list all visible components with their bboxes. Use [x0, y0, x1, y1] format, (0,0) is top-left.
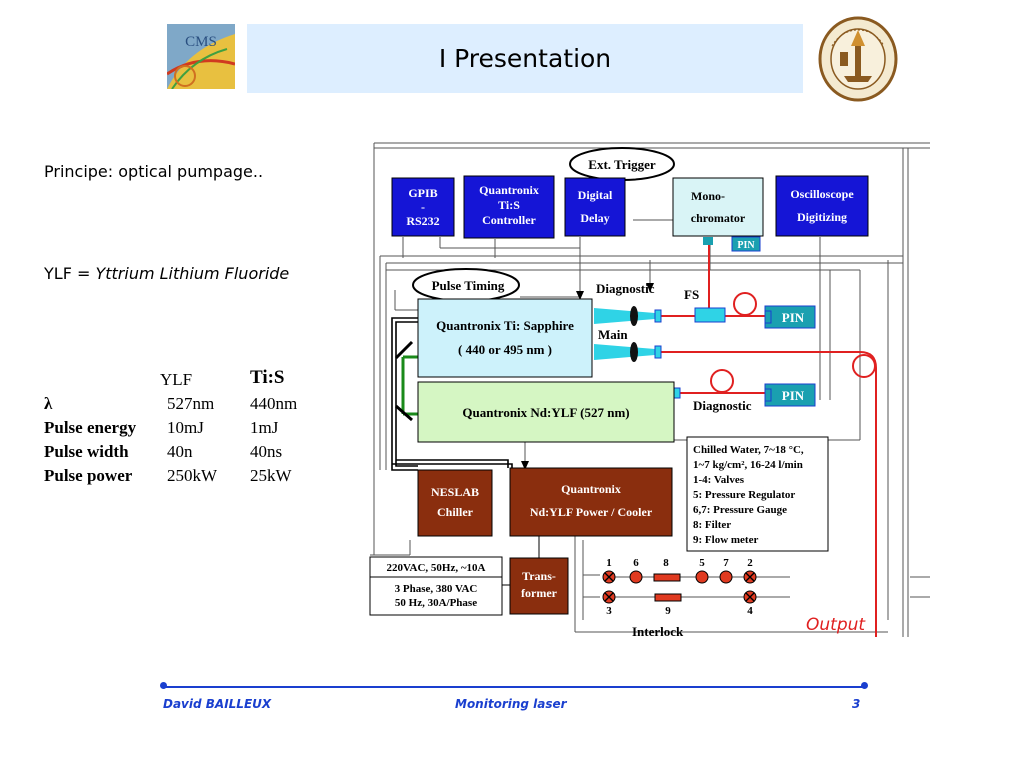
- footer-topic: Monitoring laser: [455, 697, 567, 711]
- mono-line1: Mono-: [691, 189, 725, 203]
- valve-label-2: 2: [747, 557, 753, 569]
- laser-diagram: Ext. Trigger GPIB - RS232 Quantronix Ti:…: [369, 142, 930, 639]
- interlock-label: Interlock: [632, 624, 684, 639]
- neslab-line2: Chiller: [437, 505, 474, 519]
- caltech-seal: [818, 16, 898, 102]
- main-label: Main: [598, 327, 628, 342]
- mono-pin-label: PIN: [737, 240, 755, 251]
- spec-header-ylf: YLF: [160, 370, 193, 389]
- title-band: [247, 24, 803, 93]
- pin-top-label: PIN: [782, 310, 805, 325]
- spec-tis-energy: 1mJ: [250, 418, 279, 437]
- ext-trigger-label: Ext. Trigger: [588, 157, 656, 172]
- supply-line2: 3 Phase, 380 VAC: [395, 583, 478, 595]
- power-line1: Quantronix: [561, 482, 621, 496]
- controller-line3: Controller: [482, 213, 536, 227]
- cms-logo-text: CMS: [185, 34, 217, 50]
- valve-label-1: 1: [606, 557, 612, 569]
- footer-rule-dot-left: [160, 682, 167, 689]
- gpib-line1: GPIB: [408, 186, 437, 200]
- footer-author: David BAILLEUX: [163, 697, 272, 711]
- diagnostic-top-label: Diagnostic: [596, 281, 655, 296]
- valve-label-9: 9: [665, 605, 671, 617]
- page-title: I Presentation: [438, 44, 612, 73]
- footer-rule: [163, 686, 865, 688]
- fs-label: FS: [684, 287, 699, 302]
- spec-label-lambda: λ: [44, 394, 53, 413]
- controller-line2: Ti:S: [498, 198, 520, 212]
- spec-label-width: Pulse width: [44, 442, 129, 461]
- neslab-line1: NESLAB: [431, 485, 479, 499]
- valve-label-4: 4: [747, 605, 753, 617]
- spec-ylf-energy: 10mJ: [167, 418, 204, 437]
- ylf-definition: YLF = Yttrium Lithium Fluoride: [44, 264, 289, 283]
- ylf-box-label: Quantronix Nd:YLF (527 nm): [462, 405, 629, 420]
- gpib-line2: -: [421, 200, 425, 214]
- spec-tis-lambda: 440nm: [250, 394, 298, 413]
- footer-rule-dot-right: [861, 682, 868, 689]
- tis-box-line2: ( 440 or 495 nm ): [458, 342, 552, 357]
- diagnostic-bottom-label: Diagnostic: [693, 398, 752, 413]
- delay-line2: Delay: [580, 211, 609, 225]
- spec-header-tis: Ti:S: [250, 367, 285, 388]
- spec-tis-power: 25kW: [250, 466, 292, 485]
- ylf-prefix: YLF =: [44, 264, 96, 283]
- transformer-line1: Trans-: [522, 569, 556, 583]
- spec-ylf-lambda: 527nm: [167, 394, 215, 413]
- pulse-timing-label: Pulse Timing: [432, 278, 505, 293]
- water-line5: 6,7: Pressure Gauge: [693, 504, 787, 516]
- gpib-line3: RS232: [406, 214, 439, 228]
- water-line3: 1-4: Valves: [693, 474, 745, 486]
- water-line7: 9: Flow meter: [693, 534, 758, 546]
- supply-line3: 50 Hz, 30A/Phase: [395, 597, 477, 609]
- valve-label-6: 6: [633, 557, 639, 569]
- supply-line1: 220VAC, 50Hz, ~10A: [386, 562, 485, 574]
- output-label: Output: [806, 615, 866, 635]
- tis-box-line1: Quantronix Ti: Sapphire: [436, 318, 574, 333]
- spec-label-power: Pulse power: [44, 466, 133, 485]
- footer-page-number: 3: [852, 697, 861, 711]
- water-line1: Chilled Water, 7~18 °C,: [693, 444, 804, 456]
- principle-text: Principe: optical pumpage..: [44, 162, 264, 181]
- mono-line2: chromator: [691, 211, 746, 225]
- transformer-line2: former: [521, 586, 558, 600]
- cms-logo: CMS: [167, 24, 235, 89]
- delay-line1: Digital: [578, 188, 613, 202]
- oscillo-line2: Digitizing: [797, 210, 847, 224]
- power-line2: Nd:YLF Power / Cooler: [530, 505, 653, 519]
- water-line2: 1~7 kg/cm², 16-24 l/min: [693, 459, 803, 471]
- pin-bottom-label: PIN: [782, 388, 805, 403]
- spec-ylf-power: 250kW: [167, 466, 218, 485]
- spec-tis-width: 40ns: [250, 442, 283, 461]
- water-line6: 8: Filter: [693, 519, 731, 531]
- valve-label-8: 8: [663, 557, 669, 569]
- valve-label-7: 7: [723, 557, 729, 569]
- spec-label-energy: Pulse energy: [44, 418, 137, 437]
- oscillo-line1: Oscilloscope: [790, 187, 854, 201]
- ylf-expansion: Yttrium Lithium Fluoride: [95, 264, 290, 283]
- valve-label-3: 3: [606, 605, 612, 617]
- controller-line1: Quantronix: [479, 183, 539, 197]
- water-line4: 5: Pressure Regulator: [693, 489, 795, 501]
- spec-ylf-width: 40n: [167, 442, 193, 461]
- valve-label-5: 5: [699, 557, 705, 569]
